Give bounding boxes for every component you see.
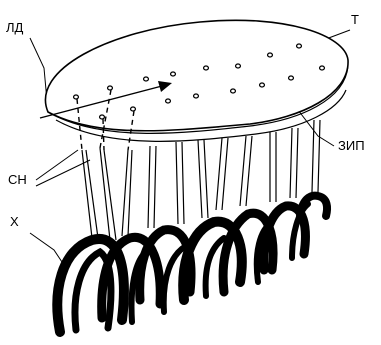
body xyxy=(300,196,327,216)
thread xyxy=(270,132,276,202)
label-sn: СН xyxy=(8,172,27,187)
thread xyxy=(176,142,184,224)
thread xyxy=(290,128,298,198)
label-x: Х xyxy=(10,214,19,229)
leader-zip xyxy=(298,110,334,146)
label-t: Т xyxy=(351,12,359,27)
label-ld: ЛД xyxy=(6,20,24,35)
leader-x xyxy=(30,233,62,262)
thread xyxy=(122,150,132,236)
thread xyxy=(198,140,208,218)
thread xyxy=(100,148,116,240)
plate-top-surface xyxy=(45,20,348,130)
plate xyxy=(40,20,348,141)
thread xyxy=(240,136,252,206)
thread xyxy=(312,120,320,192)
hanging-bodies xyxy=(57,196,327,332)
thread xyxy=(148,146,156,228)
leader-sn-2 xyxy=(36,160,90,186)
thread xyxy=(216,138,228,210)
label-zip: ЗИП xyxy=(338,138,365,153)
threads xyxy=(82,120,320,240)
